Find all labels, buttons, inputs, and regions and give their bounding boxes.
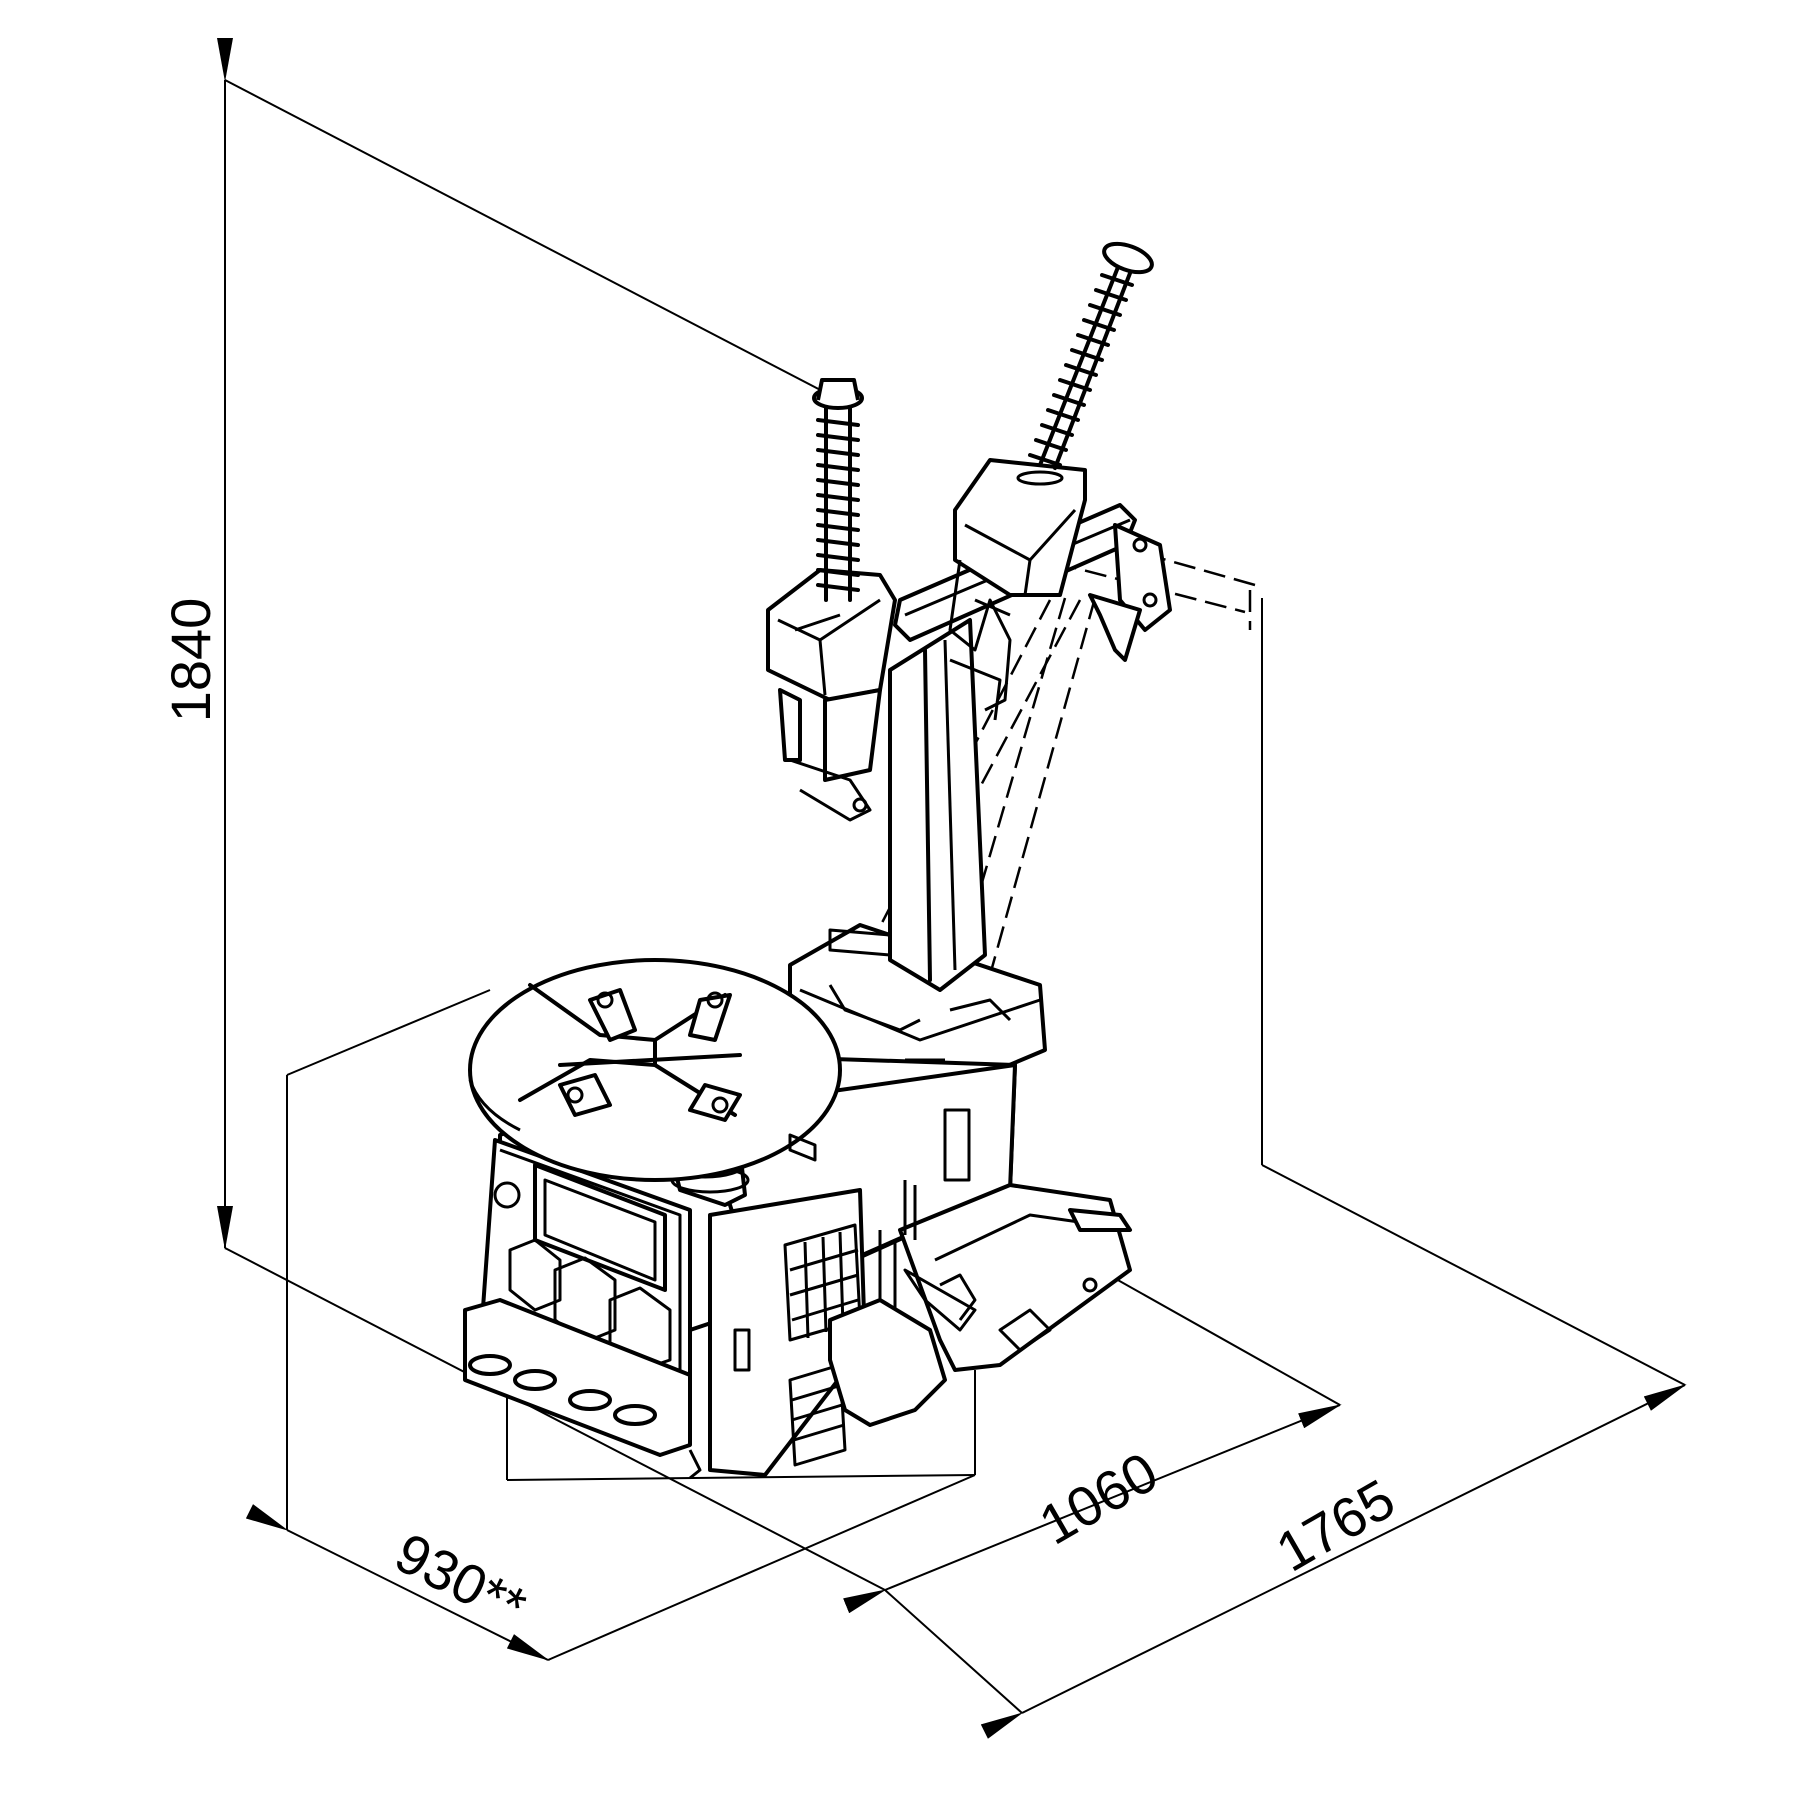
left-tool-head bbox=[766, 568, 897, 822]
rotary-knob bbox=[493, 1181, 521, 1209]
tyre-changer-machine bbox=[463, 241, 1256, 1480]
foot-pedals bbox=[468, 1354, 702, 1480]
hex-button-1 bbox=[508, 1238, 562, 1312]
turntable bbox=[468, 958, 842, 1207]
width-extension-left-top bbox=[286, 989, 491, 1076]
depth-label: 1060 bbox=[1029, 1440, 1168, 1557]
vertical-column bbox=[888, 618, 987, 992]
dimension-lines bbox=[217, 38, 1687, 1739]
depth-max-extension-diagonal bbox=[1261, 1164, 1686, 1386]
bead-breaker-pad bbox=[828, 1298, 947, 1427]
width-extension-inner-bottom bbox=[506, 1474, 976, 1481]
left-spring-handle bbox=[812, 378, 864, 602]
turntable-disc bbox=[468, 958, 842, 1182]
height-extension-top bbox=[224, 79, 831, 396]
height-extension-bottom bbox=[224, 1247, 886, 1591]
width-extension-right-bottom bbox=[547, 1474, 976, 1661]
depth-max-extension-left bbox=[884, 1589, 1023, 1714]
bead-breaker bbox=[828, 1108, 1132, 1427]
depth-max-dimension-line bbox=[980, 1384, 1687, 1739]
right-tool-head bbox=[948, 458, 1087, 721]
width-dimension-line bbox=[245, 1504, 550, 1661]
depth-extension-right bbox=[1099, 1269, 1341, 1406]
width-label: 930** bbox=[386, 1520, 537, 1638]
turntable-clamps bbox=[518, 983, 817, 1162]
right-spring-handle bbox=[1028, 241, 1154, 470]
depth-max-label: 1765 bbox=[1266, 1467, 1405, 1584]
panel-slot bbox=[733, 1328, 751, 1372]
height-label: 1840 bbox=[159, 598, 222, 723]
display-screen bbox=[533, 1163, 667, 1292]
side-handle bbox=[943, 1108, 971, 1182]
